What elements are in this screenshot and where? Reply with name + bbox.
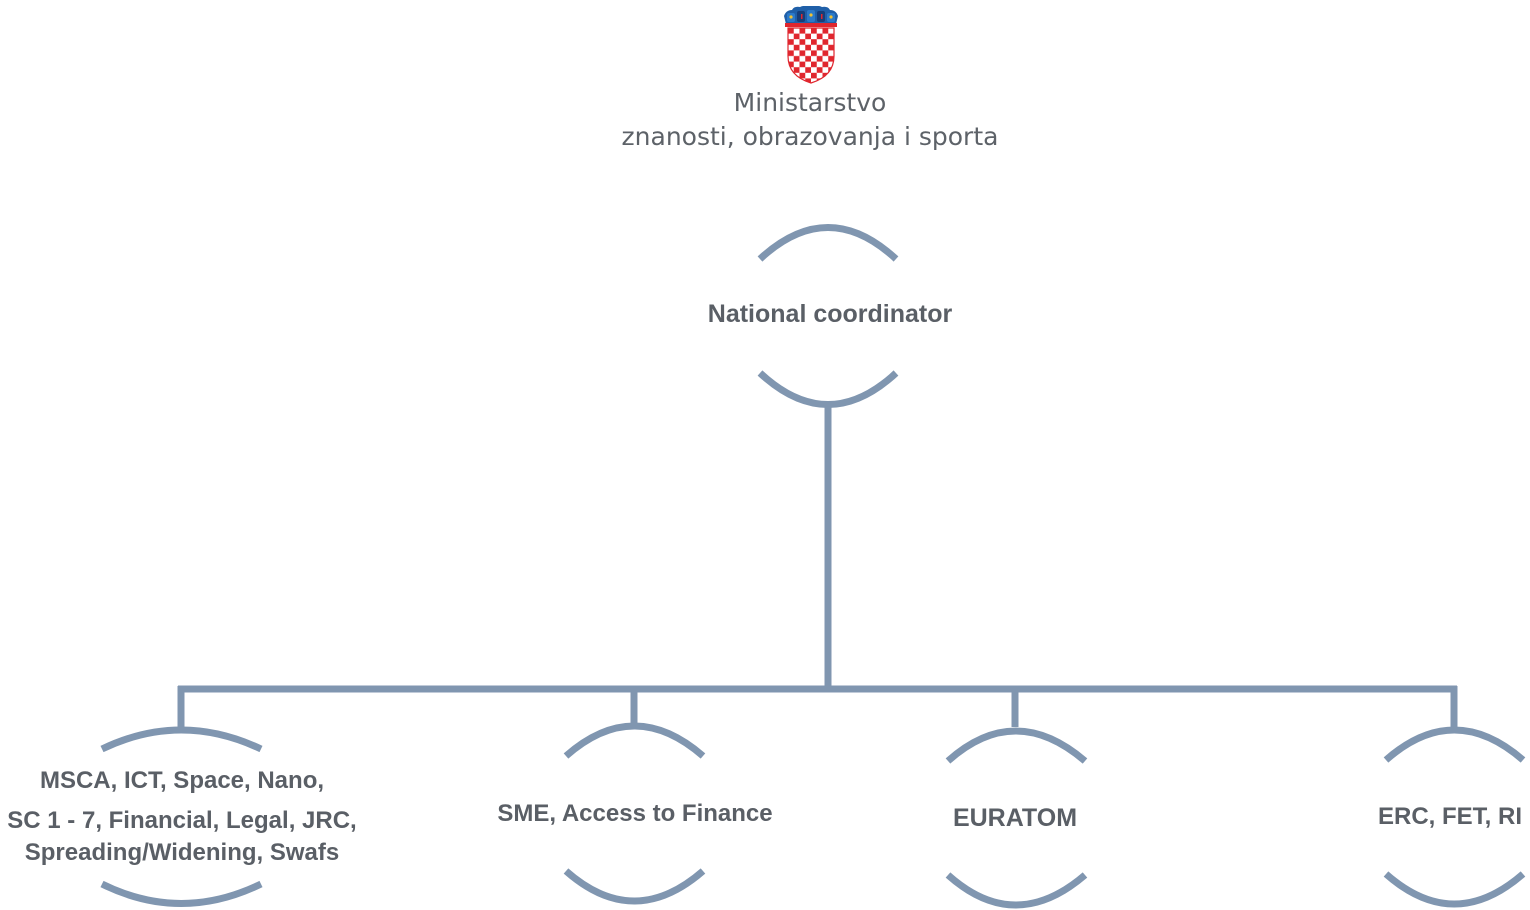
child-node-1-label: MSCA, ICT, Space, Nano, SC 1 - 7, Financ…	[0, 764, 364, 869]
child-node-3-arc-bottom	[945, 872, 1088, 909]
child-node-4-label: ERC, FET, RI	[1377, 803, 1522, 830]
ministry-name-line-2: znanosti, obrazovanja i sporta	[621, 122, 999, 151]
child-node-1-line-1: MSCA, ICT, Space, Nano,	[39, 767, 325, 794]
child-node-1-line-3: Spreading/Widening, Swafs	[24, 839, 340, 866]
child-node-3-arc-top	[945, 727, 1088, 764]
root-node-arc-bottom	[757, 370, 899, 408]
child-node-1-line-2: SC 1 - 7, Financial, Legal, JRC,	[7, 807, 357, 834]
child-node-1-arc-bottom	[100, 880, 263, 907]
child-node-4-arc-bottom	[1383, 871, 1526, 908]
child-node-4-arc-top	[1383, 726, 1526, 763]
child-node-2-arc-top	[563, 722, 706, 759]
root-node-arc-top	[757, 224, 899, 262]
child-node-1-arc-top	[100, 726, 263, 753]
child-node-2-arc-bottom	[563, 868, 706, 905]
croatian-coat-of-arms-icon	[784, 6, 838, 84]
root-node-label: National coordinator	[707, 300, 953, 328]
child-node-2-label: SME, Access to Finance	[497, 800, 773, 827]
ministry-name-line-1: Ministarstvo	[733, 88, 887, 117]
child-node-3-label: EURATOM	[952, 804, 1078, 832]
